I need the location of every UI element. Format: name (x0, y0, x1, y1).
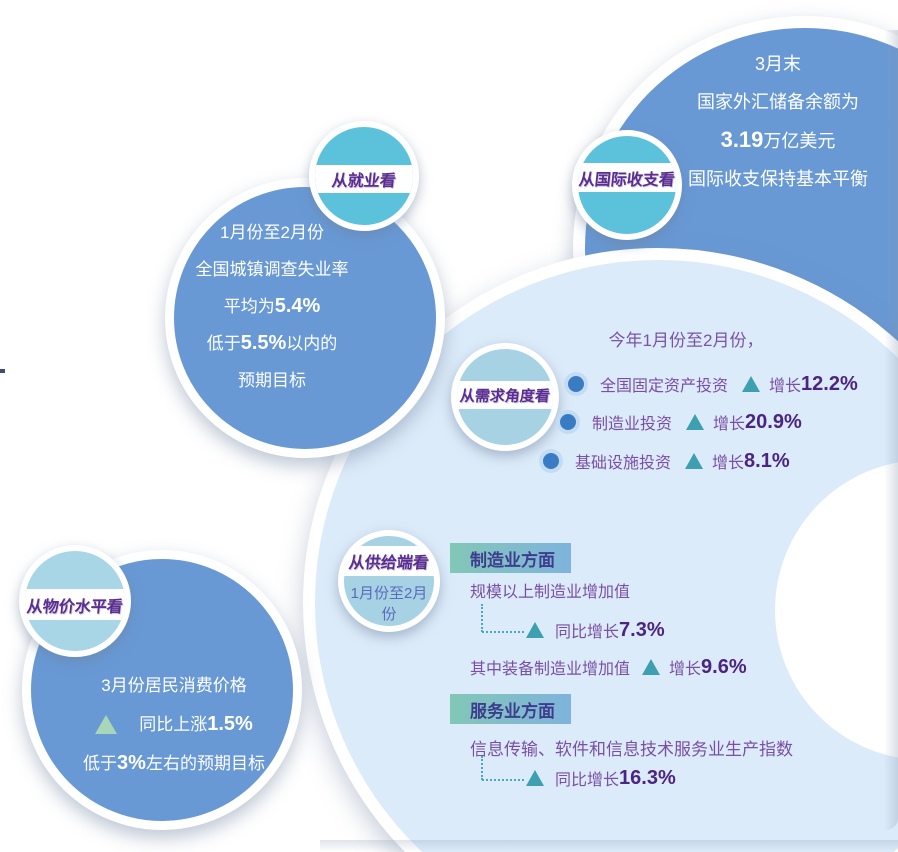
supply-label-band: 从供给端看 (344, 546, 434, 576)
price-label: 从物价水平看 (25, 598, 124, 616)
price-line1: 3月份居民消费价格 (101, 676, 247, 695)
employment-line3: 平均为5.4% (160, 288, 384, 325)
price-label-circle: 从物价水平看 (19, 545, 131, 657)
growth-triangle-icon (526, 770, 544, 786)
employment-text-block: 1月份至2月份 全国城镇调查失业率 平均为5.4% 低于5.5%以内的 预期目标 (160, 214, 384, 399)
international-line4: 国际收支保持基本平衡 (688, 169, 868, 189)
growth-triangle-icon (742, 376, 761, 392)
services-line1: 信息传输、软件和信息技术服务业生产指数 (470, 740, 793, 759)
demand-item-row: 全国固定资产投资 增长 12.2% (568, 371, 858, 397)
services-header-label: 服务业方面 (470, 701, 555, 721)
price-label-band: 从物价水平看 (25, 589, 125, 620)
card-edge-shadow-right (884, 30, 898, 830)
manufacturing-header-bar: 制造业方面 (450, 543, 571, 573)
cpi-change-value: 1.5% (207, 713, 253, 735)
bullet-dot-icon (543, 453, 559, 469)
supply-label-circle: 从供给端看 1月份至2月份 (338, 530, 440, 632)
price-line3: 低于3%左右的预期目标 (58, 744, 290, 783)
employment-line5: 预期目标 (238, 371, 306, 390)
demand-intro: 今年1月份至2月份， (608, 331, 764, 350)
employment-line3-pre: 平均为 (223, 297, 275, 316)
demand-label: 从需求角度看 (458, 387, 551, 405)
employment-label: 从就业看 (330, 173, 397, 190)
demand-item-name: 制造业投资 (592, 416, 673, 433)
manufacturing-line2-label: 其中装备制造业增加值 (470, 661, 631, 678)
demand-item-value: 20.9% (745, 410, 802, 433)
manufacturing-growth1-value: 7.3% (619, 618, 665, 641)
international-line2: 国家外汇储备余额为 (697, 92, 859, 112)
employment-line4: 低于5.5%以内的 (160, 325, 384, 362)
edge-mark (0, 369, 5, 373)
growth-triangle-icon (685, 453, 704, 469)
forex-reserve-value: 3.19 (720, 127, 764, 152)
demand-item-verb: 增长 (713, 416, 746, 433)
manufacturing-growth1-row: 同比增长 7.3% (526, 617, 665, 643)
international-line3: 3.19万亿美元 (648, 121, 898, 160)
employment-line4-post: 以内的 (286, 334, 338, 353)
price-line3-post: 左右的预期目标 (145, 754, 265, 773)
card-edge-shadow-bottom (320, 840, 898, 852)
services-growth-label: 同比增长 (555, 772, 620, 789)
manufacturing-growth2-label: 增长 (669, 661, 702, 678)
demand-item-value: 8.1% (744, 449, 790, 472)
manufacturing-line2-row: 其中装备制造业增加值 增长 9.6% (470, 654, 747, 680)
unemployment-rate-value: 5.4% (274, 295, 321, 317)
employment-label-band: 从就业看 (315, 165, 413, 193)
cpi-target-value: 3% (117, 752, 146, 774)
international-line1: 3月末 (754, 54, 801, 74)
price-line2-text: 同比上涨1.5% (139, 705, 253, 744)
employment-line4-pre: 低于 (206, 334, 241, 353)
services-growth-row: 同比增长 16.3% (526, 765, 676, 791)
international-label-band: 从国际收支看 (578, 163, 676, 192)
price-text-block: 3月份居民消费价格 同比上涨1.5% 低于3%左右的预期目标 (58, 667, 290, 783)
supply-label: 从供给端看 (347, 555, 430, 572)
manufacturing-growth2-value: 9.6% (701, 655, 747, 678)
price-line2: 同比上涨1.5% (58, 705, 290, 744)
demand-item-row: 制造业投资 增长 20.9% (560, 409, 802, 435)
growth-triangle-icon (526, 622, 544, 638)
demand-item-verb: 增长 (712, 455, 745, 472)
dotted-connector-vertical (481, 756, 483, 780)
price-line3-pre: 低于 (83, 754, 118, 773)
demand-item-name: 全国固定资产投资 (600, 378, 729, 395)
growth-triangle-green-icon (95, 715, 118, 734)
demand-label-band: 从需求角度看 (457, 381, 553, 409)
growth-triangle-icon (686, 414, 705, 430)
manufacturing-growth1-label: 同比增长 (555, 624, 620, 641)
services-header-bar: 服务业方面 (450, 694, 571, 724)
manufacturing-header-label: 制造业方面 (470, 550, 555, 570)
growth-triangle-icon (642, 659, 661, 675)
cpi-change-label: 同比上涨 (139, 715, 208, 734)
international-label-circle: 从国际收支看 (572, 130, 682, 240)
demand-label-circle: 从需求角度看 (451, 343, 559, 451)
international-text-block: 3月末 国家外汇储备余额为 3.19万亿美元 国际收支保持基本平衡 (648, 45, 898, 198)
bullet-dot-icon (568, 376, 584, 392)
employment-line1: 1月份至2月份 (220, 223, 324, 242)
dotted-connector-vertical (481, 604, 483, 632)
dotted-connector-horizontal (482, 779, 524, 781)
employment-line2: 全国城镇调查失业率 (195, 260, 349, 279)
services-growth-value: 16.3% (619, 766, 676, 789)
employment-label-circle: 从就业看 (309, 121, 419, 231)
bullet-dot-icon (560, 414, 576, 430)
employment-circle (165, 178, 445, 458)
forex-reserve-unit: 万亿美元 (763, 131, 836, 151)
demand-item-verb: 增长 (769, 378, 802, 395)
demand-item-value: 12.2% (801, 372, 858, 395)
manufacturing-line1: 规模以上制造业增加值 (470, 584, 631, 601)
dotted-connector-horizontal (482, 631, 524, 633)
demand-item-name: 基础设施投资 (575, 455, 672, 472)
demand-item-row: 基础设施投资 增长 8.1% (543, 448, 790, 474)
supply-period: 1月份至2月份 (350, 585, 428, 623)
unemployment-target-value: 5.5% (240, 332, 287, 354)
